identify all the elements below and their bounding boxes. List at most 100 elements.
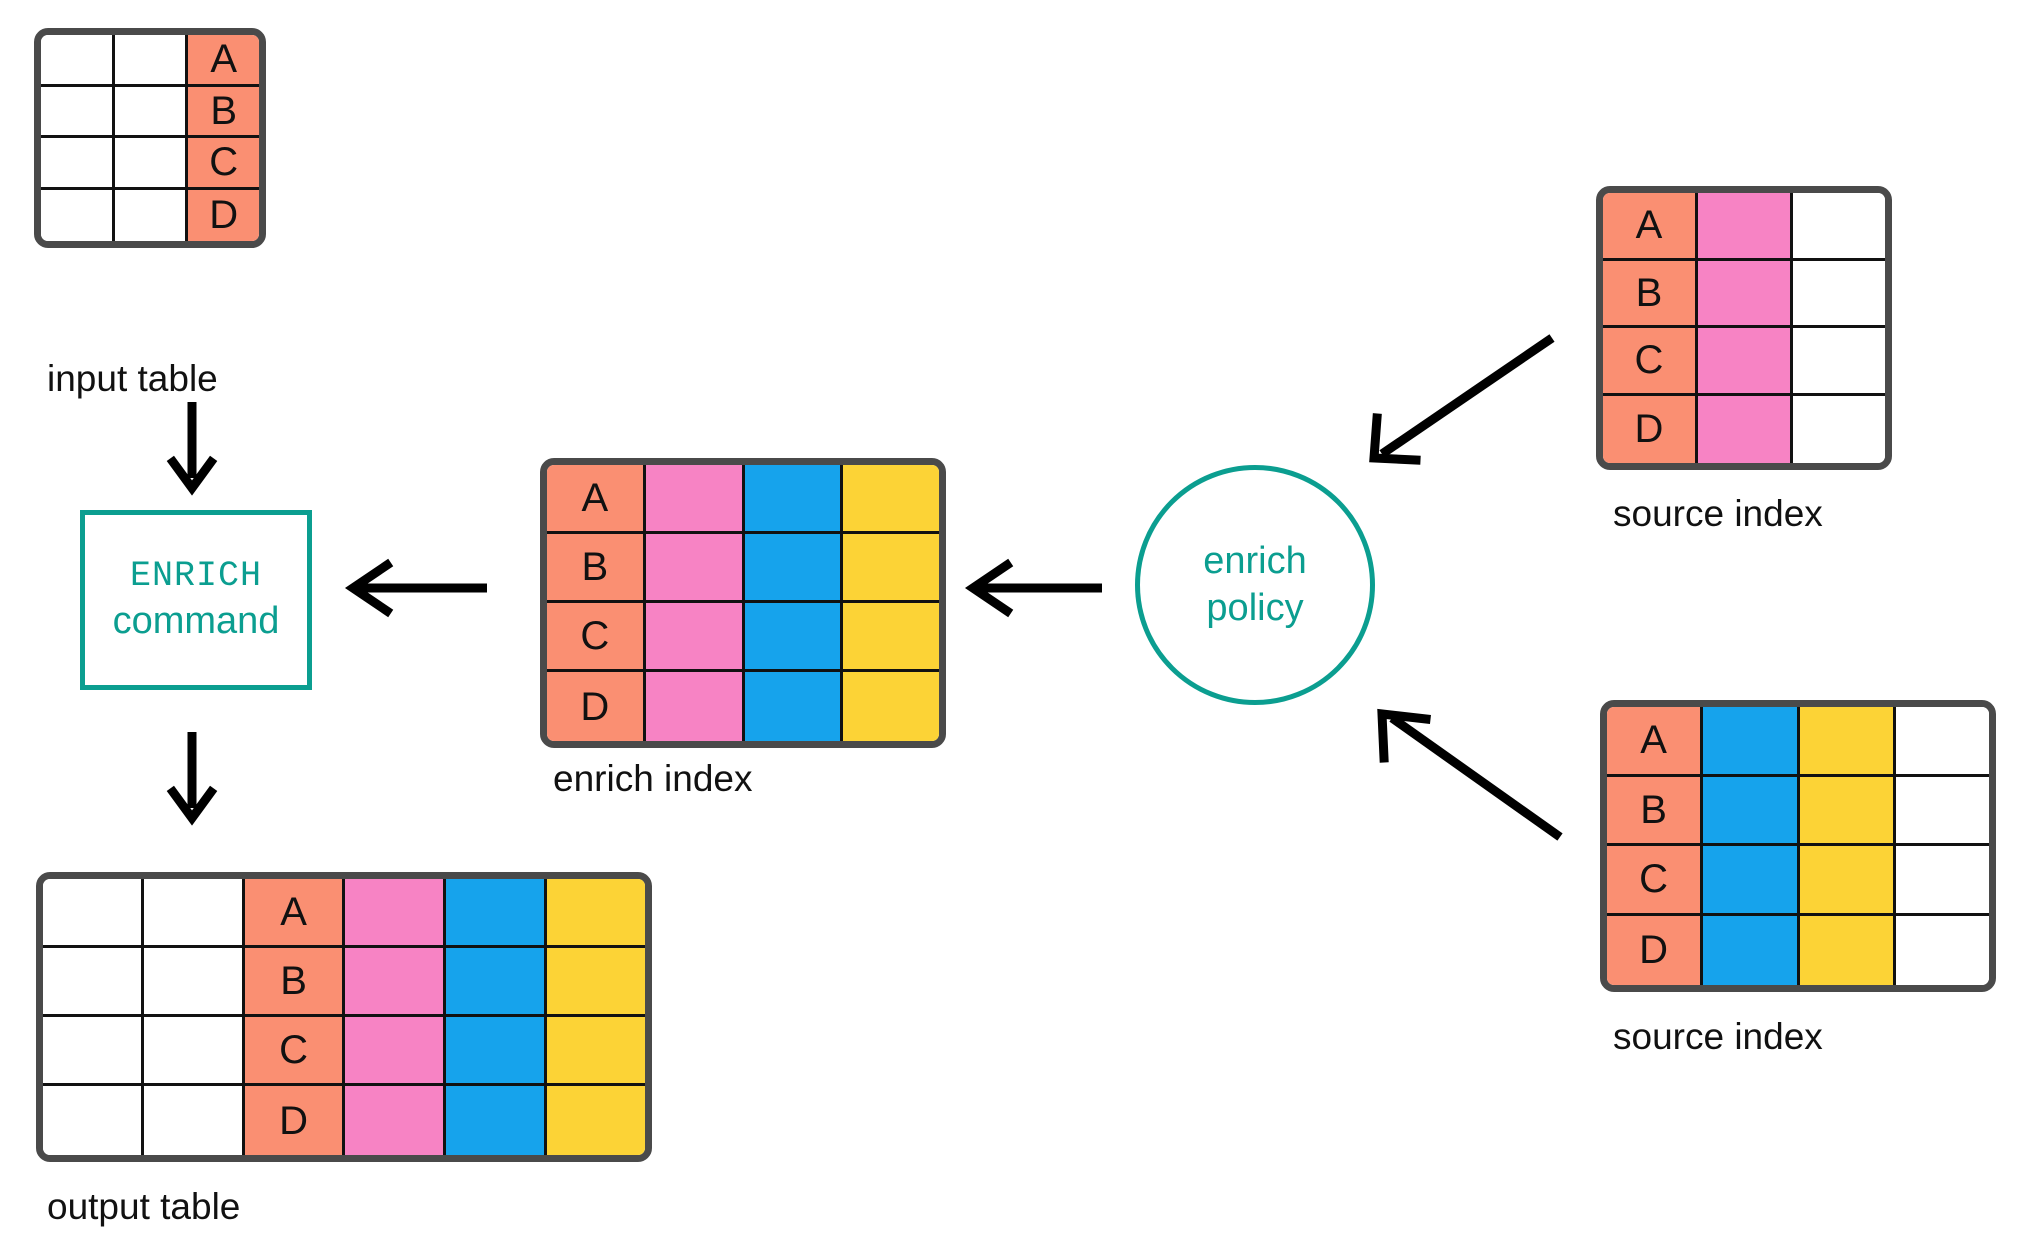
table-cell xyxy=(547,948,645,1017)
table-cell xyxy=(645,465,745,534)
table-cell xyxy=(41,189,115,241)
table-cell xyxy=(645,603,745,672)
table-cell xyxy=(345,1086,447,1155)
table-cell: C xyxy=(188,138,259,190)
table-row: A xyxy=(1607,707,1989,777)
table-row: A xyxy=(547,465,939,534)
table-row: B xyxy=(43,948,645,1017)
table-cell xyxy=(547,1017,645,1086)
table-row: A xyxy=(41,35,259,87)
table-row: D xyxy=(1603,395,1885,463)
enrich-policy-line1: enrich xyxy=(1203,539,1307,582)
table-row: D xyxy=(1607,915,1989,985)
table-cell xyxy=(1698,395,1793,463)
table-cell xyxy=(843,465,939,534)
table-cell: B xyxy=(1607,776,1704,846)
table-row: B xyxy=(41,86,259,138)
table-cell xyxy=(1799,846,1896,916)
table-cell: C xyxy=(547,603,646,672)
table-cell xyxy=(143,879,245,948)
table-cell xyxy=(645,534,745,603)
table-cell xyxy=(1703,915,1800,985)
arrow-input-to-command xyxy=(166,402,218,496)
table-cell xyxy=(114,86,189,138)
table-cell xyxy=(43,1086,144,1155)
table-row: B xyxy=(1603,260,1885,328)
table-cell xyxy=(547,879,645,948)
table-cell xyxy=(744,672,844,741)
table-cell xyxy=(1895,776,1989,846)
table-cell xyxy=(1895,915,1989,985)
table-cell xyxy=(41,86,115,138)
table-cell xyxy=(143,1086,245,1155)
source-index-bottom-table: A B C D xyxy=(1600,700,1996,992)
source-index-top-table: A B C D xyxy=(1596,186,1892,470)
table-cell xyxy=(1698,193,1793,261)
table-row: A xyxy=(43,879,645,948)
table-cell xyxy=(1703,846,1800,916)
table-cell: D xyxy=(244,1086,346,1155)
enrich-index-caption: enrich index xyxy=(553,758,753,799)
table-cell xyxy=(446,879,548,948)
table-cell xyxy=(1703,776,1800,846)
table-cell: D xyxy=(1607,915,1704,985)
table-cell xyxy=(1799,707,1896,777)
table-cell xyxy=(345,948,447,1017)
enrich-index-table: A B C D xyxy=(540,458,946,748)
table-cell xyxy=(547,1086,645,1155)
table-cell: D xyxy=(547,672,646,741)
table-cell: B xyxy=(188,86,259,138)
table-cell: D xyxy=(1603,395,1698,463)
table-cell: D xyxy=(188,189,259,241)
table-cell xyxy=(143,1017,245,1086)
output-table-caption: output table xyxy=(47,1186,241,1227)
table-cell: B xyxy=(1603,260,1698,328)
table-cell xyxy=(1895,707,1989,777)
table-cell xyxy=(843,534,939,603)
table-cell xyxy=(43,1017,144,1086)
table-row: D xyxy=(41,189,259,241)
table-cell xyxy=(843,603,939,672)
table-cell xyxy=(114,35,189,87)
table-cell: B xyxy=(547,534,646,603)
table-cell xyxy=(41,35,115,87)
enrich-policy-circle[interactable]: enrich policy xyxy=(1135,465,1375,705)
table-cell xyxy=(1793,193,1885,261)
enrich-policy-line2: policy xyxy=(1206,587,1304,629)
table-cell xyxy=(1799,915,1896,985)
table-cell xyxy=(446,1017,548,1086)
table-cell xyxy=(1895,846,1989,916)
enrich-command-box[interactable]: ENRICH command xyxy=(80,510,312,690)
table-cell xyxy=(1793,328,1885,396)
table-cell: C xyxy=(1607,846,1704,916)
table-cell xyxy=(744,465,844,534)
table-cell: A xyxy=(1603,193,1698,261)
table-cell: C xyxy=(244,1017,346,1086)
table-cell xyxy=(345,879,447,948)
table-cell xyxy=(1703,707,1800,777)
table-cell xyxy=(345,1017,447,1086)
arrow-enrich-index-to-command xyxy=(344,558,487,618)
table-row: B xyxy=(547,534,939,603)
table-row: C xyxy=(41,138,259,190)
table-cell xyxy=(1793,260,1885,328)
table-cell xyxy=(114,138,189,190)
table-cell xyxy=(744,534,844,603)
table-row: C xyxy=(547,603,939,672)
table-row: D xyxy=(547,672,939,741)
table-cell xyxy=(645,672,745,741)
table-cell: A xyxy=(188,35,259,87)
input-table: A B C D xyxy=(34,28,266,248)
arrow-source-index-top-to-policy xyxy=(1369,334,1555,465)
table-cell: A xyxy=(1607,707,1704,777)
arrow-source-index-bottom-to-policy xyxy=(1377,708,1563,841)
table-cell xyxy=(1698,260,1793,328)
table-row: C xyxy=(43,1017,645,1086)
table-cell: B xyxy=(244,948,346,1017)
table-cell xyxy=(446,1086,548,1155)
table-row: C xyxy=(1607,846,1989,916)
table-cell xyxy=(744,603,844,672)
table-row: A xyxy=(1603,193,1885,261)
source-index-top-caption: source index xyxy=(1613,493,1823,534)
arrow-command-to-output xyxy=(166,732,218,826)
